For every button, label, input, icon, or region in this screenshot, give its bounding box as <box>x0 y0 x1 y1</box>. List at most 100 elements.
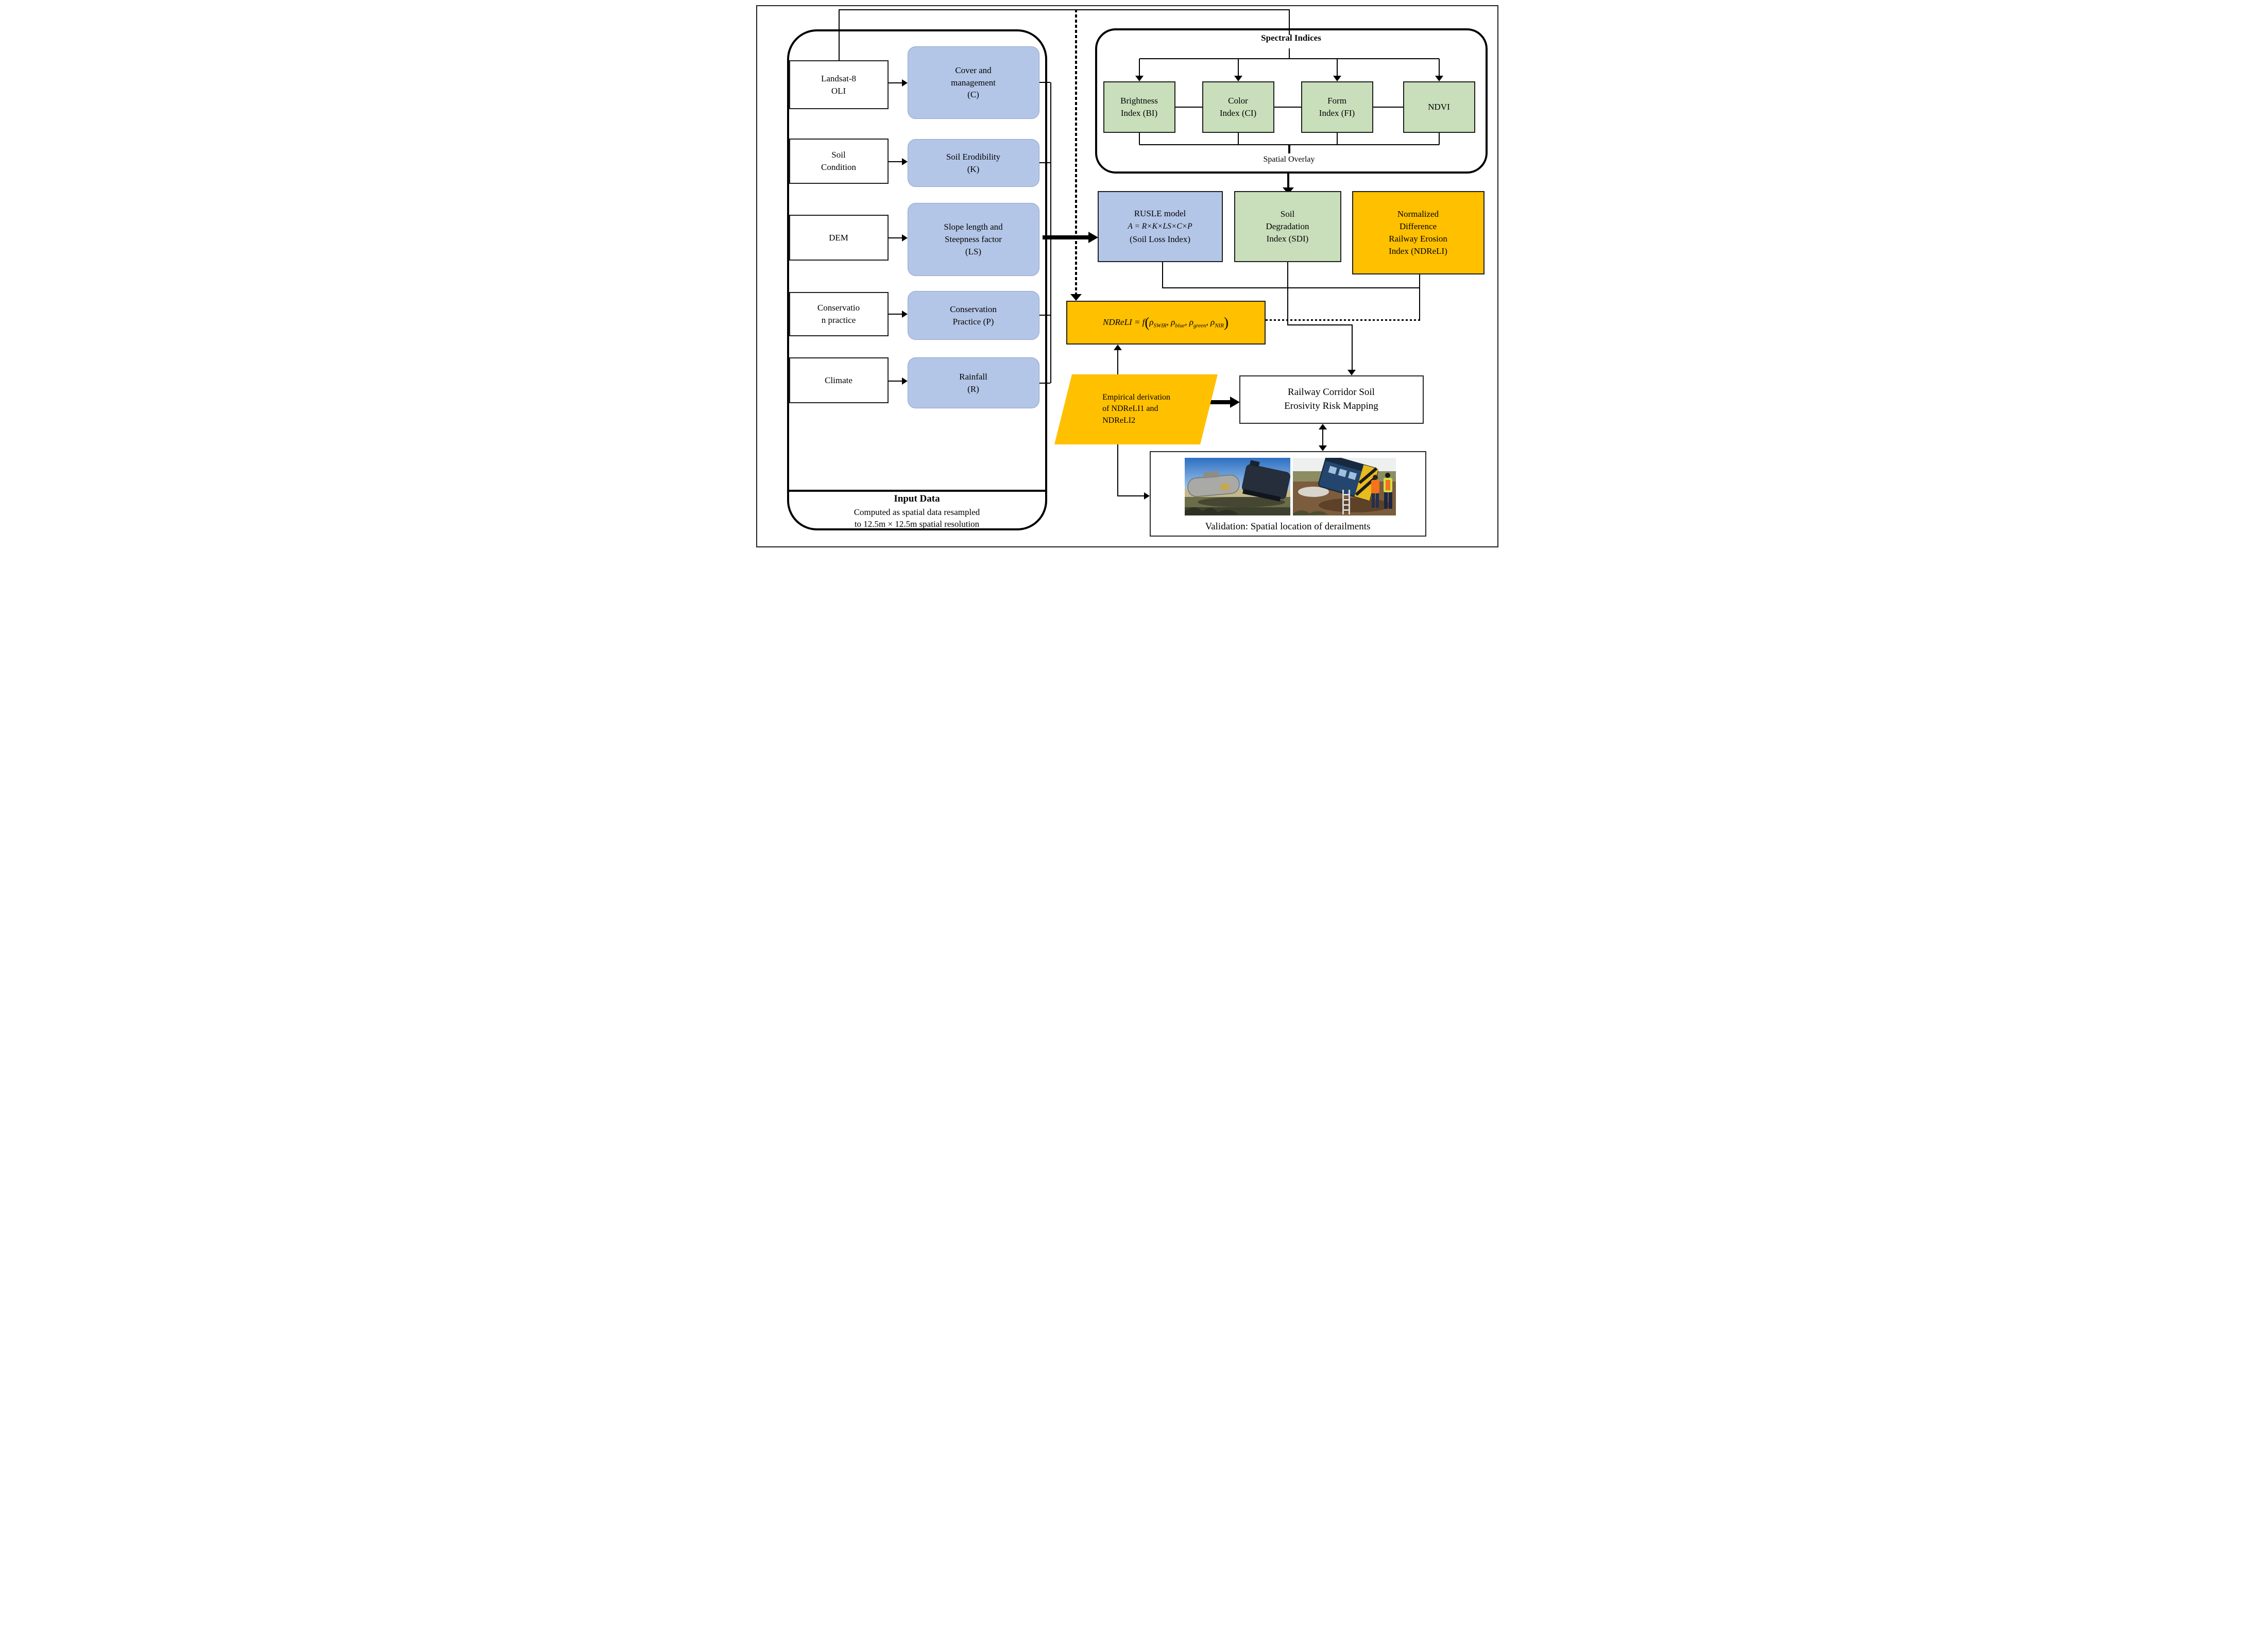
factor-box-r: Rainfall (R) <box>907 357 1039 408</box>
ladder <box>1342 490 1350 514</box>
arrow-right-icon <box>901 158 908 165</box>
factor-label: Cover and management (C) <box>951 65 996 100</box>
sdi-box: Soil Degradation Index (SDI) <box>1234 191 1341 262</box>
arrow-down-icon <box>1347 370 1356 375</box>
ndreli-out-line <box>1419 274 1420 320</box>
ndreli-formula-box: NDReLI = f(ρSWIR, ρblue, ρgreen, ρNIR) <box>1066 301 1266 345</box>
connector-line <box>1237 133 1239 145</box>
source-label: Climate <box>825 375 852 385</box>
arrow-down-icon <box>1318 445 1327 451</box>
connector-line <box>1175 107 1202 108</box>
connector-line <box>1039 162 1050 163</box>
source-label: Soil Condition <box>821 150 856 172</box>
source-box-soil-condition: Soil Condition <box>789 139 889 184</box>
arrow-up-icon <box>1318 424 1327 429</box>
connector-line <box>1237 59 1239 76</box>
connector-line <box>1138 59 1140 76</box>
connector-line <box>888 237 902 238</box>
factor-box-p: Conservation Practice (P) <box>907 291 1039 340</box>
connector-line <box>1039 315 1050 316</box>
distribution-line <box>1139 58 1439 59</box>
connector-line <box>1039 383 1050 384</box>
mapping-in-line <box>1351 324 1353 370</box>
arrow-down-icon <box>1435 76 1443 81</box>
landsat-drop-line <box>838 9 840 60</box>
validation-in-line <box>1117 495 1145 496</box>
spatial-overlay-label: Spatial Overlay <box>1263 155 1315 164</box>
source-label: Conservatio n practice <box>817 303 860 325</box>
source-box-landsat: Landsat-8 OLI <box>789 60 889 109</box>
input-data-title: Input Data <box>894 493 940 504</box>
rho-symbol: ρ <box>1149 317 1154 327</box>
validation-caption-layer: Validation: Spatial location of derailme… <box>1150 451 1426 537</box>
index-box-ci: Color Index (CI) <box>1202 81 1274 133</box>
index-box-fi: Form Index (FI) <box>1301 81 1373 133</box>
worker-2 <box>1383 473 1392 509</box>
paren-open: ( <box>1145 315 1150 330</box>
factor-box-k: Soil Erodibility (K) <box>907 139 1039 187</box>
connector-line <box>1373 107 1403 108</box>
rusle-subtitle: (Soil Loss Index) <box>1129 234 1191 244</box>
top-connector-line <box>839 9 1290 10</box>
factor-label: Rainfall (R) <box>959 371 987 394</box>
dotted-link-line <box>1265 319 1420 321</box>
connector-line <box>1274 107 1301 108</box>
factor-box-ls: Slope length and Steepness factor (LS) <box>907 203 1039 276</box>
arrow-right-icon <box>901 377 908 385</box>
mid-collector-line <box>1162 287 1420 288</box>
source-box-conservation: Conservatio n practice <box>789 292 889 336</box>
factor-collector-line <box>1050 82 1051 383</box>
subscript-green: green <box>1193 322 1206 329</box>
rho-symbol: ρ <box>1210 317 1215 327</box>
index-label: Form Index (FI) <box>1319 96 1355 118</box>
empirical-derivation-parallelogram: Empirical derivation of NDReLI1 and NDRe… <box>1054 374 1218 444</box>
connector-line <box>888 381 902 382</box>
connector-line <box>888 161 902 162</box>
factor-label: Soil Erodibility (K) <box>946 151 1001 174</box>
rusle-out-line <box>1162 262 1163 288</box>
rusle-title: RUSLE model <box>1134 208 1186 218</box>
rho-symbol: ρ <box>1189 317 1193 327</box>
derivation-label: Empirical derivation of NDReLI1 and NDRe… <box>1102 393 1170 425</box>
flowchart-canvas: Landsat-8 OLI Soil Condition DEM Conserv… <box>750 0 1502 550</box>
arrow-right-bold-icon <box>1230 397 1240 408</box>
index-label: NDVI <box>1428 102 1450 112</box>
factor-label: Slope length and Steepness factor (LS) <box>944 222 1003 256</box>
index-box-ndvi: NDVI <box>1403 81 1475 133</box>
connector-line <box>1039 82 1050 83</box>
sdi-out-line <box>1287 262 1288 325</box>
jog-line <box>1287 324 1353 325</box>
sdi-arrow-shaft <box>1287 174 1289 188</box>
sdi-label: Soil Degradation Index (SDI) <box>1266 209 1309 244</box>
ndreli-index-box: Normalized Difference Railway Erosion In… <box>1352 191 1485 274</box>
arrow-right-bold-icon <box>1088 232 1098 243</box>
connector-line <box>888 314 902 315</box>
ndreli-label: Normalized Difference Railway Erosion In… <box>1389 209 1447 256</box>
rusle-model-box: RUSLE model A = R×K×LS×C×P (Soil Loss In… <box>1097 191 1223 262</box>
rho-symbol: ρ <box>1171 317 1175 327</box>
source-box-dem: DEM <box>789 215 889 261</box>
validation-caption: Validation: Spatial location of derailme… <box>1205 521 1371 532</box>
connector-line <box>1438 59 1440 76</box>
mapping-arrow-shaft <box>1208 400 1230 404</box>
index-label: Color Index (CI) <box>1219 96 1257 118</box>
connector-line <box>1336 59 1338 76</box>
separator: , <box>1166 317 1171 327</box>
index-box-bi: Brightness Index (BI) <box>1103 81 1175 133</box>
spectral-panel-title: Spectral Indices <box>1261 33 1321 43</box>
arrow-right-icon <box>901 311 908 318</box>
dashed-drop-line <box>1074 9 1077 295</box>
rusle-text: RUSLE model A = R×K×LS×C×P (Soil Loss In… <box>1128 207 1192 247</box>
arrow-down-icon <box>1135 76 1144 81</box>
worker-1 <box>1371 475 1379 508</box>
source-box-climate: Climate <box>789 357 889 403</box>
rusle-input-arrow-shaft <box>1042 235 1088 239</box>
arrow-down-icon <box>1234 76 1242 81</box>
source-label: Landsat-8 OLI <box>821 73 856 96</box>
factor-box-c: Cover and management (C) <box>907 46 1039 119</box>
arrow-right-icon <box>1144 492 1150 500</box>
overlay-stub-line <box>1288 145 1290 153</box>
arrow-right-icon <box>901 234 908 242</box>
input-panel-divider <box>788 490 1046 492</box>
arrow-down-icon <box>1333 76 1341 81</box>
